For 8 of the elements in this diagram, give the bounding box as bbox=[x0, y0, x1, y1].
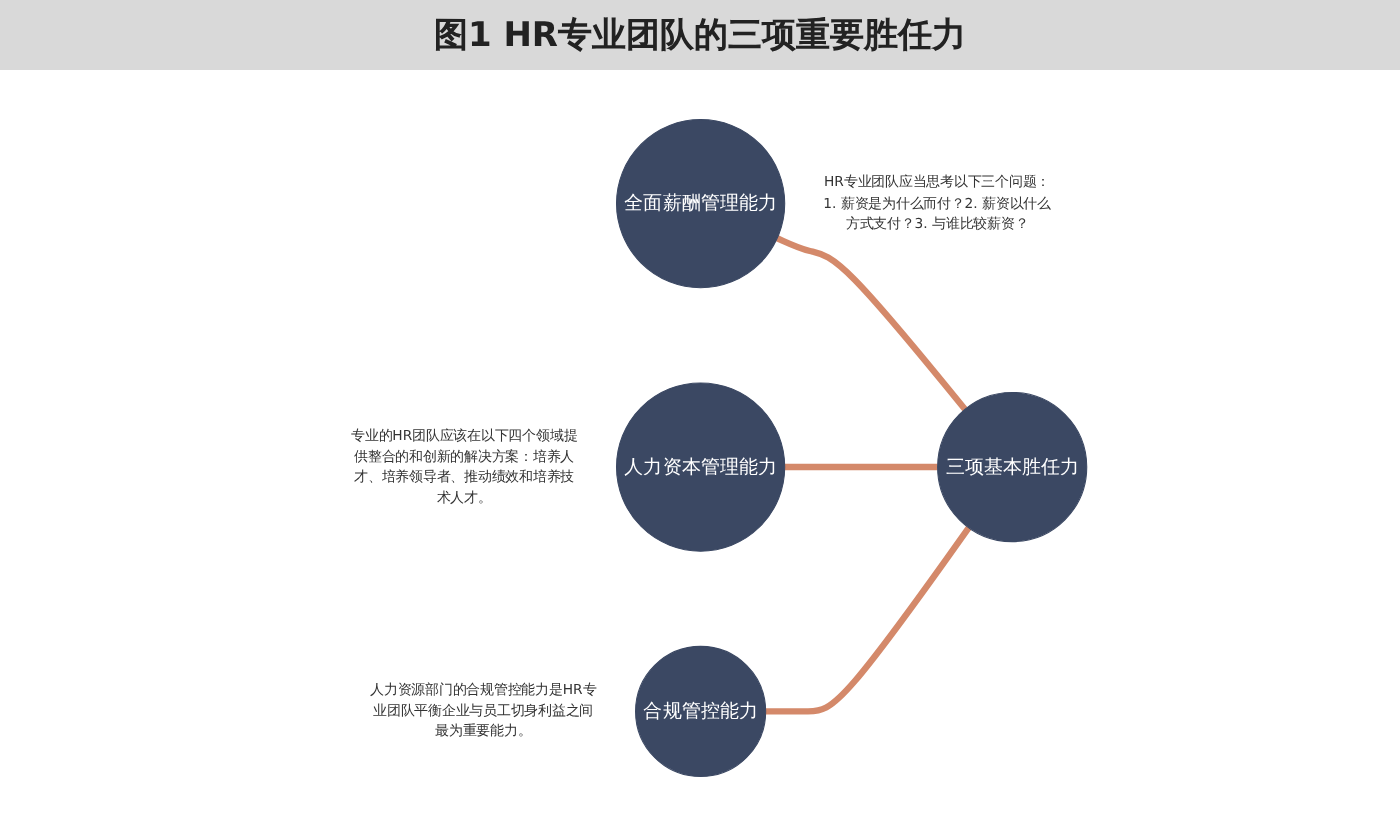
connector bbox=[784, 463, 937, 471]
node-circle: 全面薪酬管理能力 bbox=[615, 118, 785, 289]
node-circle: 三项基本胜任力 bbox=[936, 391, 1087, 543]
connector bbox=[775, 235, 967, 412]
node-circle: 人力资本管理能力 bbox=[615, 382, 785, 552]
diagram-title: 图1 HR专业团队的三项重要胜任力 bbox=[0, 0, 1400, 70]
connector bbox=[765, 525, 971, 715]
node-circle: 合规管控能力 bbox=[634, 645, 766, 777]
